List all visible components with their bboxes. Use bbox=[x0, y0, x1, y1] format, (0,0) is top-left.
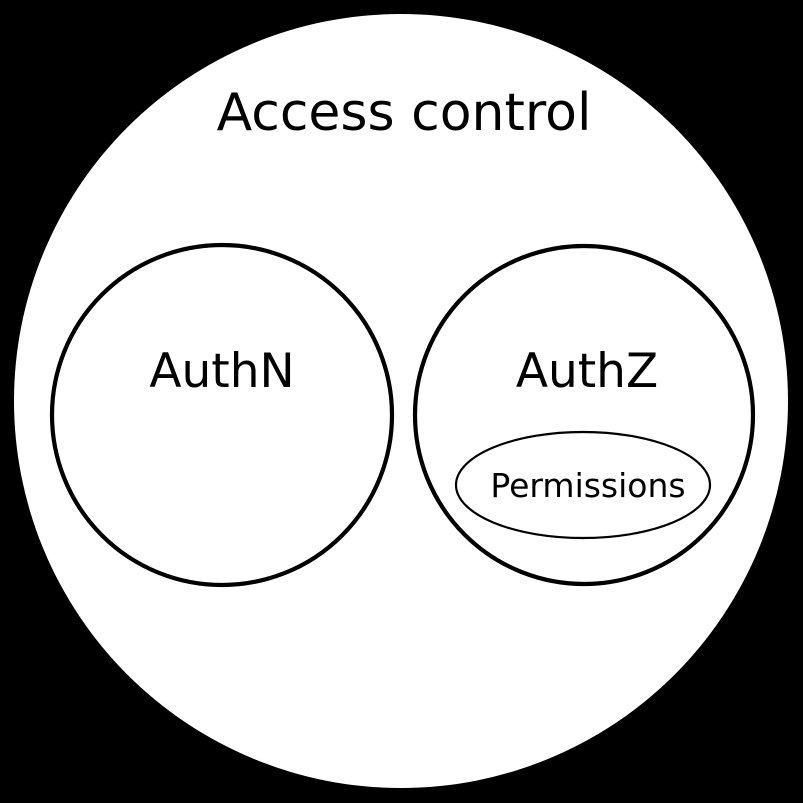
inner-circle-authn-label: AuthN bbox=[149, 344, 294, 399]
inner-circle-authn[interactable] bbox=[49, 242, 395, 588]
outer-circle-access-control[interactable] bbox=[14, 14, 788, 788]
nested-ellipse-permissions-label: Permissions bbox=[490, 466, 685, 505]
nested-ellipse-permissions[interactable] bbox=[454, 430, 712, 540]
inner-circle-authz-label: AuthZ bbox=[516, 344, 658, 399]
outer-circle-label: Access control bbox=[217, 83, 592, 143]
